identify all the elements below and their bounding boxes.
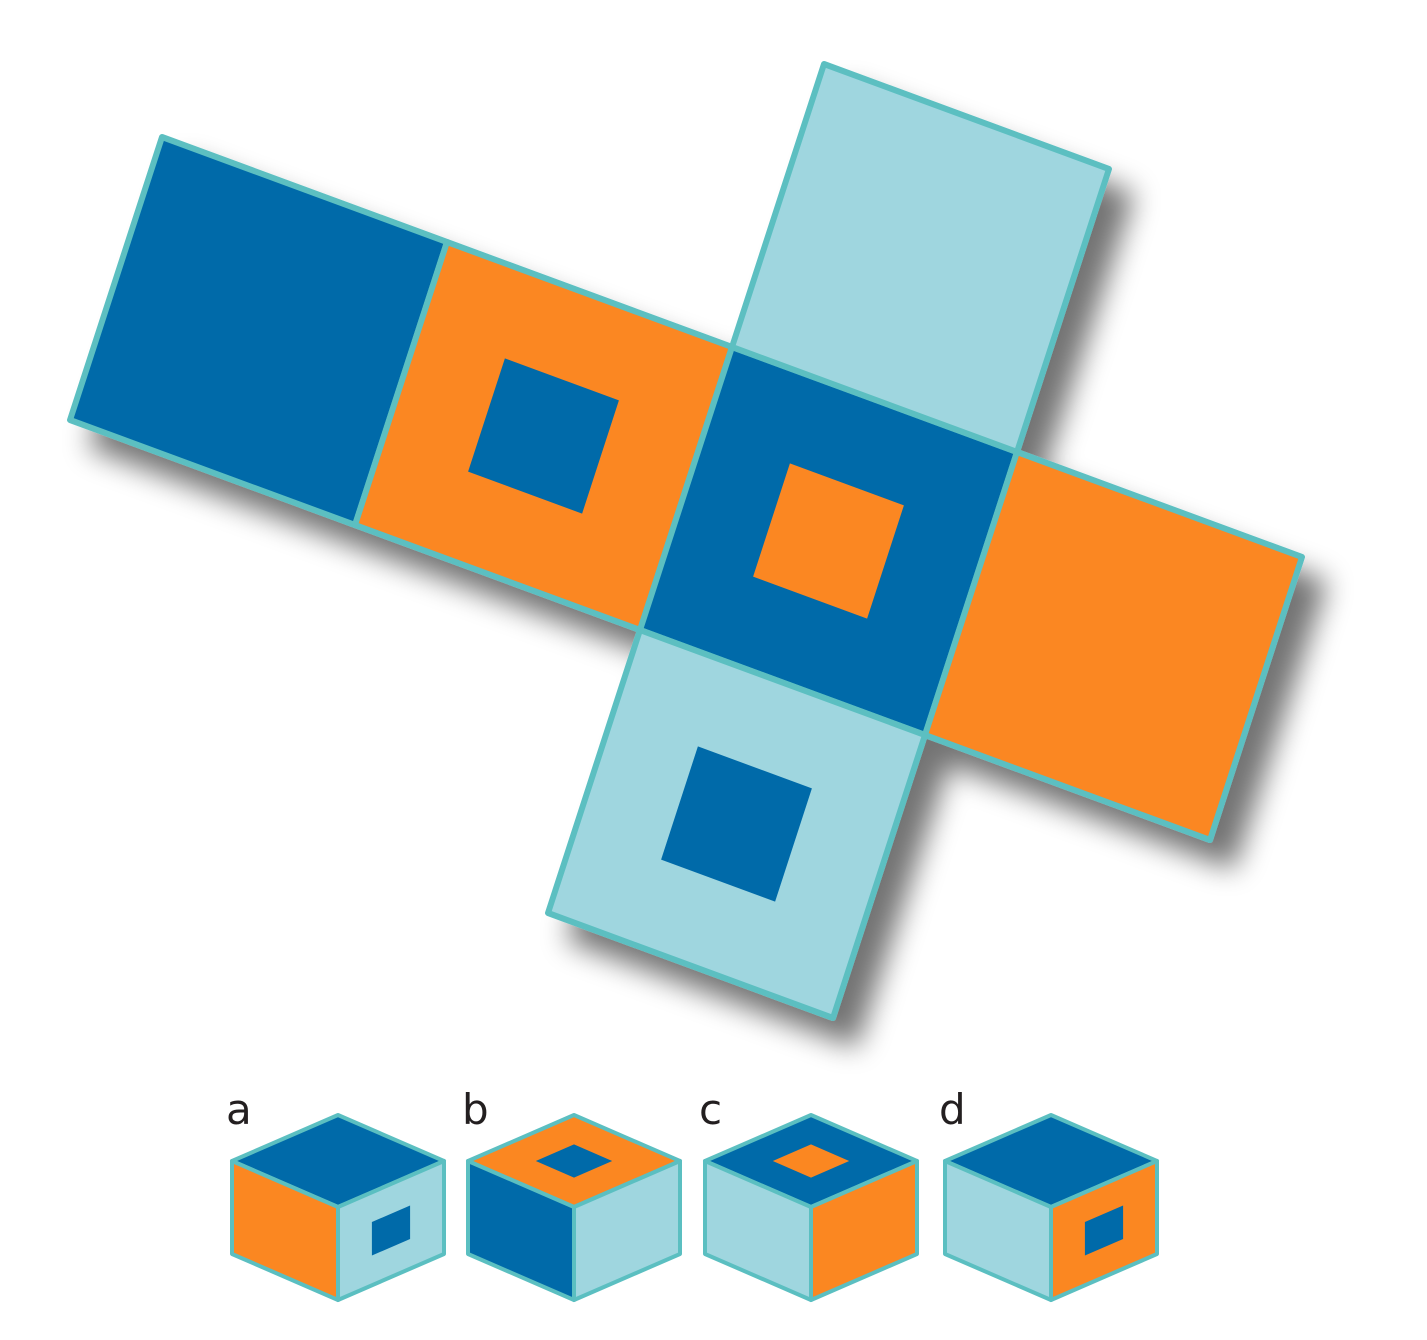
net-face-inset-square	[661, 746, 812, 902]
net-face-top	[729, 61, 1112, 455]
option-a[interactable]: a	[226, 1085, 446, 1302]
option-label: d	[939, 1085, 966, 1134]
cube-face-top-inset	[772, 1144, 850, 1178]
option-d[interactable]: d	[939, 1085, 1159, 1302]
cube-face-top-inset	[535, 1144, 613, 1178]
net-face-bottom	[545, 627, 928, 1021]
option-label: b	[462, 1085, 489, 1134]
option-b[interactable]: b	[462, 1085, 682, 1302]
option-label: a	[226, 1085, 252, 1134]
net-face-left-center	[352, 239, 735, 633]
net-face-inset-square	[753, 463, 904, 619]
cube-net	[67, 61, 1305, 1021]
cube-face-right	[809, 1159, 919, 1302]
net-face-square	[729, 61, 1112, 455]
net-face-square	[922, 449, 1305, 843]
net-face-right-end	[922, 449, 1305, 843]
option-label: c	[699, 1085, 722, 1134]
cube-face-right-inset	[371, 1205, 411, 1256]
answer-options: a b c d	[226, 1085, 1159, 1302]
net-face-inset-square	[468, 358, 619, 514]
cube-face-right-inset	[1084, 1205, 1124, 1256]
cube-face-right	[572, 1159, 682, 1302]
option-c[interactable]: c	[699, 1085, 919, 1302]
net-face-center	[637, 344, 1020, 738]
